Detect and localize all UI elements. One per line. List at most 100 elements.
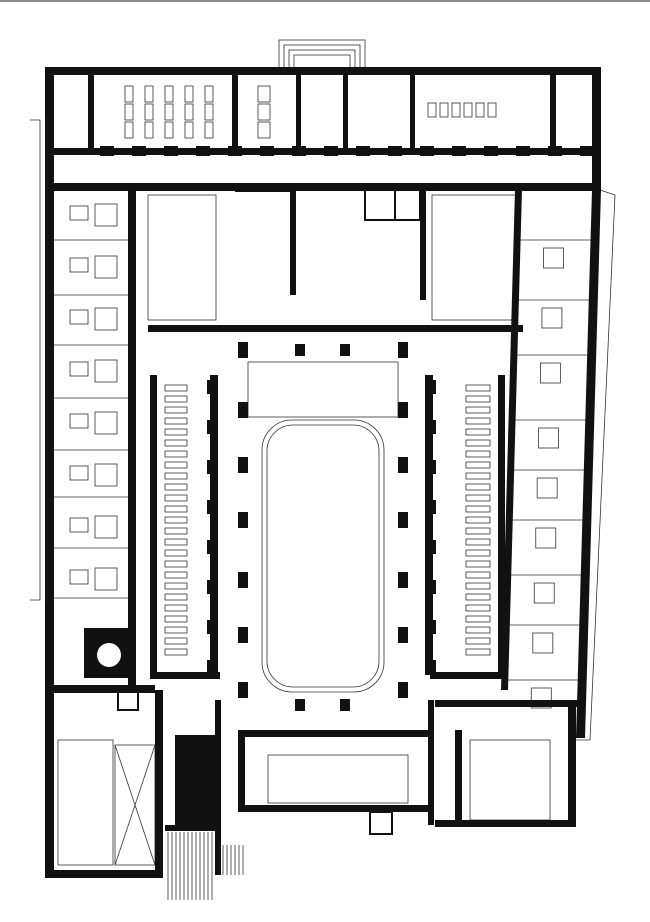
pillar-icon (196, 146, 210, 156)
desk-icon (164, 505, 188, 513)
pillar-icon (428, 460, 436, 474)
elevator-icon (364, 189, 396, 221)
desk-icon (164, 593, 188, 601)
courtyard-right (431, 194, 518, 321)
desk-icon (124, 121, 134, 139)
south-stairs (167, 832, 244, 900)
pillar-icon (100, 146, 114, 156)
east-rooms (506, 239, 595, 709)
wall-north-corridor (45, 148, 600, 155)
pillar-icon (428, 580, 436, 594)
wall-east-corridor (501, 190, 522, 690)
courtyard-left (147, 194, 217, 321)
walls (45, 67, 601, 878)
pillar-icon (132, 146, 146, 156)
pillar-icon (207, 580, 215, 594)
wall-hall-west (150, 375, 157, 675)
pillar-icon (428, 540, 436, 554)
pillar-icon (295, 699, 305, 711)
desk-icon (164, 384, 188, 392)
desk-icon (144, 85, 154, 103)
wall-south-center-south (238, 805, 433, 812)
central-oval-inner (266, 424, 380, 688)
north-entrance-stairs (278, 39, 366, 71)
bed-icon (69, 257, 89, 273)
pillar-icon (428, 620, 436, 634)
desk-icon (164, 615, 188, 623)
bathroom-icon (94, 307, 118, 331)
desk-icon (465, 549, 491, 557)
pillar-icon (207, 380, 215, 394)
pillar-icon (516, 146, 530, 156)
pillar-icon (420, 146, 434, 156)
hall-stage (247, 361, 399, 418)
bathroom-icon (539, 362, 561, 384)
bathroom-icon (541, 307, 563, 329)
wall-west-corridor (128, 190, 136, 690)
desk-rows (164, 384, 491, 656)
elevator-icon (394, 189, 421, 221)
wall-northeast (592, 67, 601, 192)
bed-icon (69, 569, 89, 585)
desk-icon (465, 527, 491, 535)
pillars (100, 146, 594, 711)
desk-icon (257, 121, 271, 139)
bathroom-icon (94, 359, 118, 383)
desk-icon (465, 505, 491, 513)
wall-hall-north (148, 325, 523, 332)
desk-icon (164, 417, 188, 425)
thin-lines (30, 39, 616, 900)
west-facade-line (30, 119, 41, 601)
desk-icon (465, 615, 491, 623)
desk-icon (164, 549, 188, 557)
pillar-icon (398, 572, 408, 588)
desk-icon (164, 472, 188, 480)
desk-icon (164, 626, 188, 634)
desk-icon (124, 85, 134, 103)
bathroom-icon (530, 687, 552, 709)
desk-icon (164, 483, 188, 491)
desk-icon (427, 102, 437, 118)
pillar-icon (238, 457, 248, 473)
wall-east (576, 190, 601, 738)
pillar-icon (398, 627, 408, 643)
desk-icon (257, 103, 271, 121)
desk-icon (164, 538, 188, 546)
pillar-icon (398, 682, 408, 698)
bathroom-icon (94, 411, 118, 435)
pillar-icon (238, 402, 248, 418)
south-center-room (267, 754, 409, 804)
desk-icon (164, 560, 188, 568)
wall-north (45, 67, 601, 75)
desk-icon (164, 103, 174, 121)
desk-icon (465, 538, 491, 546)
bathroom-icon (94, 567, 118, 591)
wall-south-center-north (238, 730, 433, 737)
bed-icon (69, 361, 89, 377)
south-east-room (469, 739, 551, 821)
bathroom-icon (538, 427, 559, 449)
desk-icon (465, 637, 491, 645)
pillar-icon (207, 460, 215, 474)
bed-icon (69, 465, 89, 481)
pillar-icon (484, 146, 498, 156)
elevator-icon (369, 811, 393, 835)
bathroom-icon (536, 477, 558, 499)
north-furniture (124, 85, 497, 139)
desk-icon (164, 461, 188, 469)
central-oval-track (261, 419, 385, 693)
desk-icon (204, 103, 214, 121)
bed-icon (69, 413, 89, 429)
desk-icon (465, 516, 491, 524)
pillar-icon (207, 420, 215, 434)
desk-icon (184, 121, 194, 139)
pillar-icon (428, 660, 436, 674)
desk-icon (465, 626, 491, 634)
pillar-icon (238, 342, 248, 358)
pillar-icon (340, 699, 350, 711)
pillar-icon (356, 146, 370, 156)
desk-icon (164, 439, 188, 447)
pillar-icon (207, 540, 215, 554)
west-rooms (54, 189, 128, 599)
